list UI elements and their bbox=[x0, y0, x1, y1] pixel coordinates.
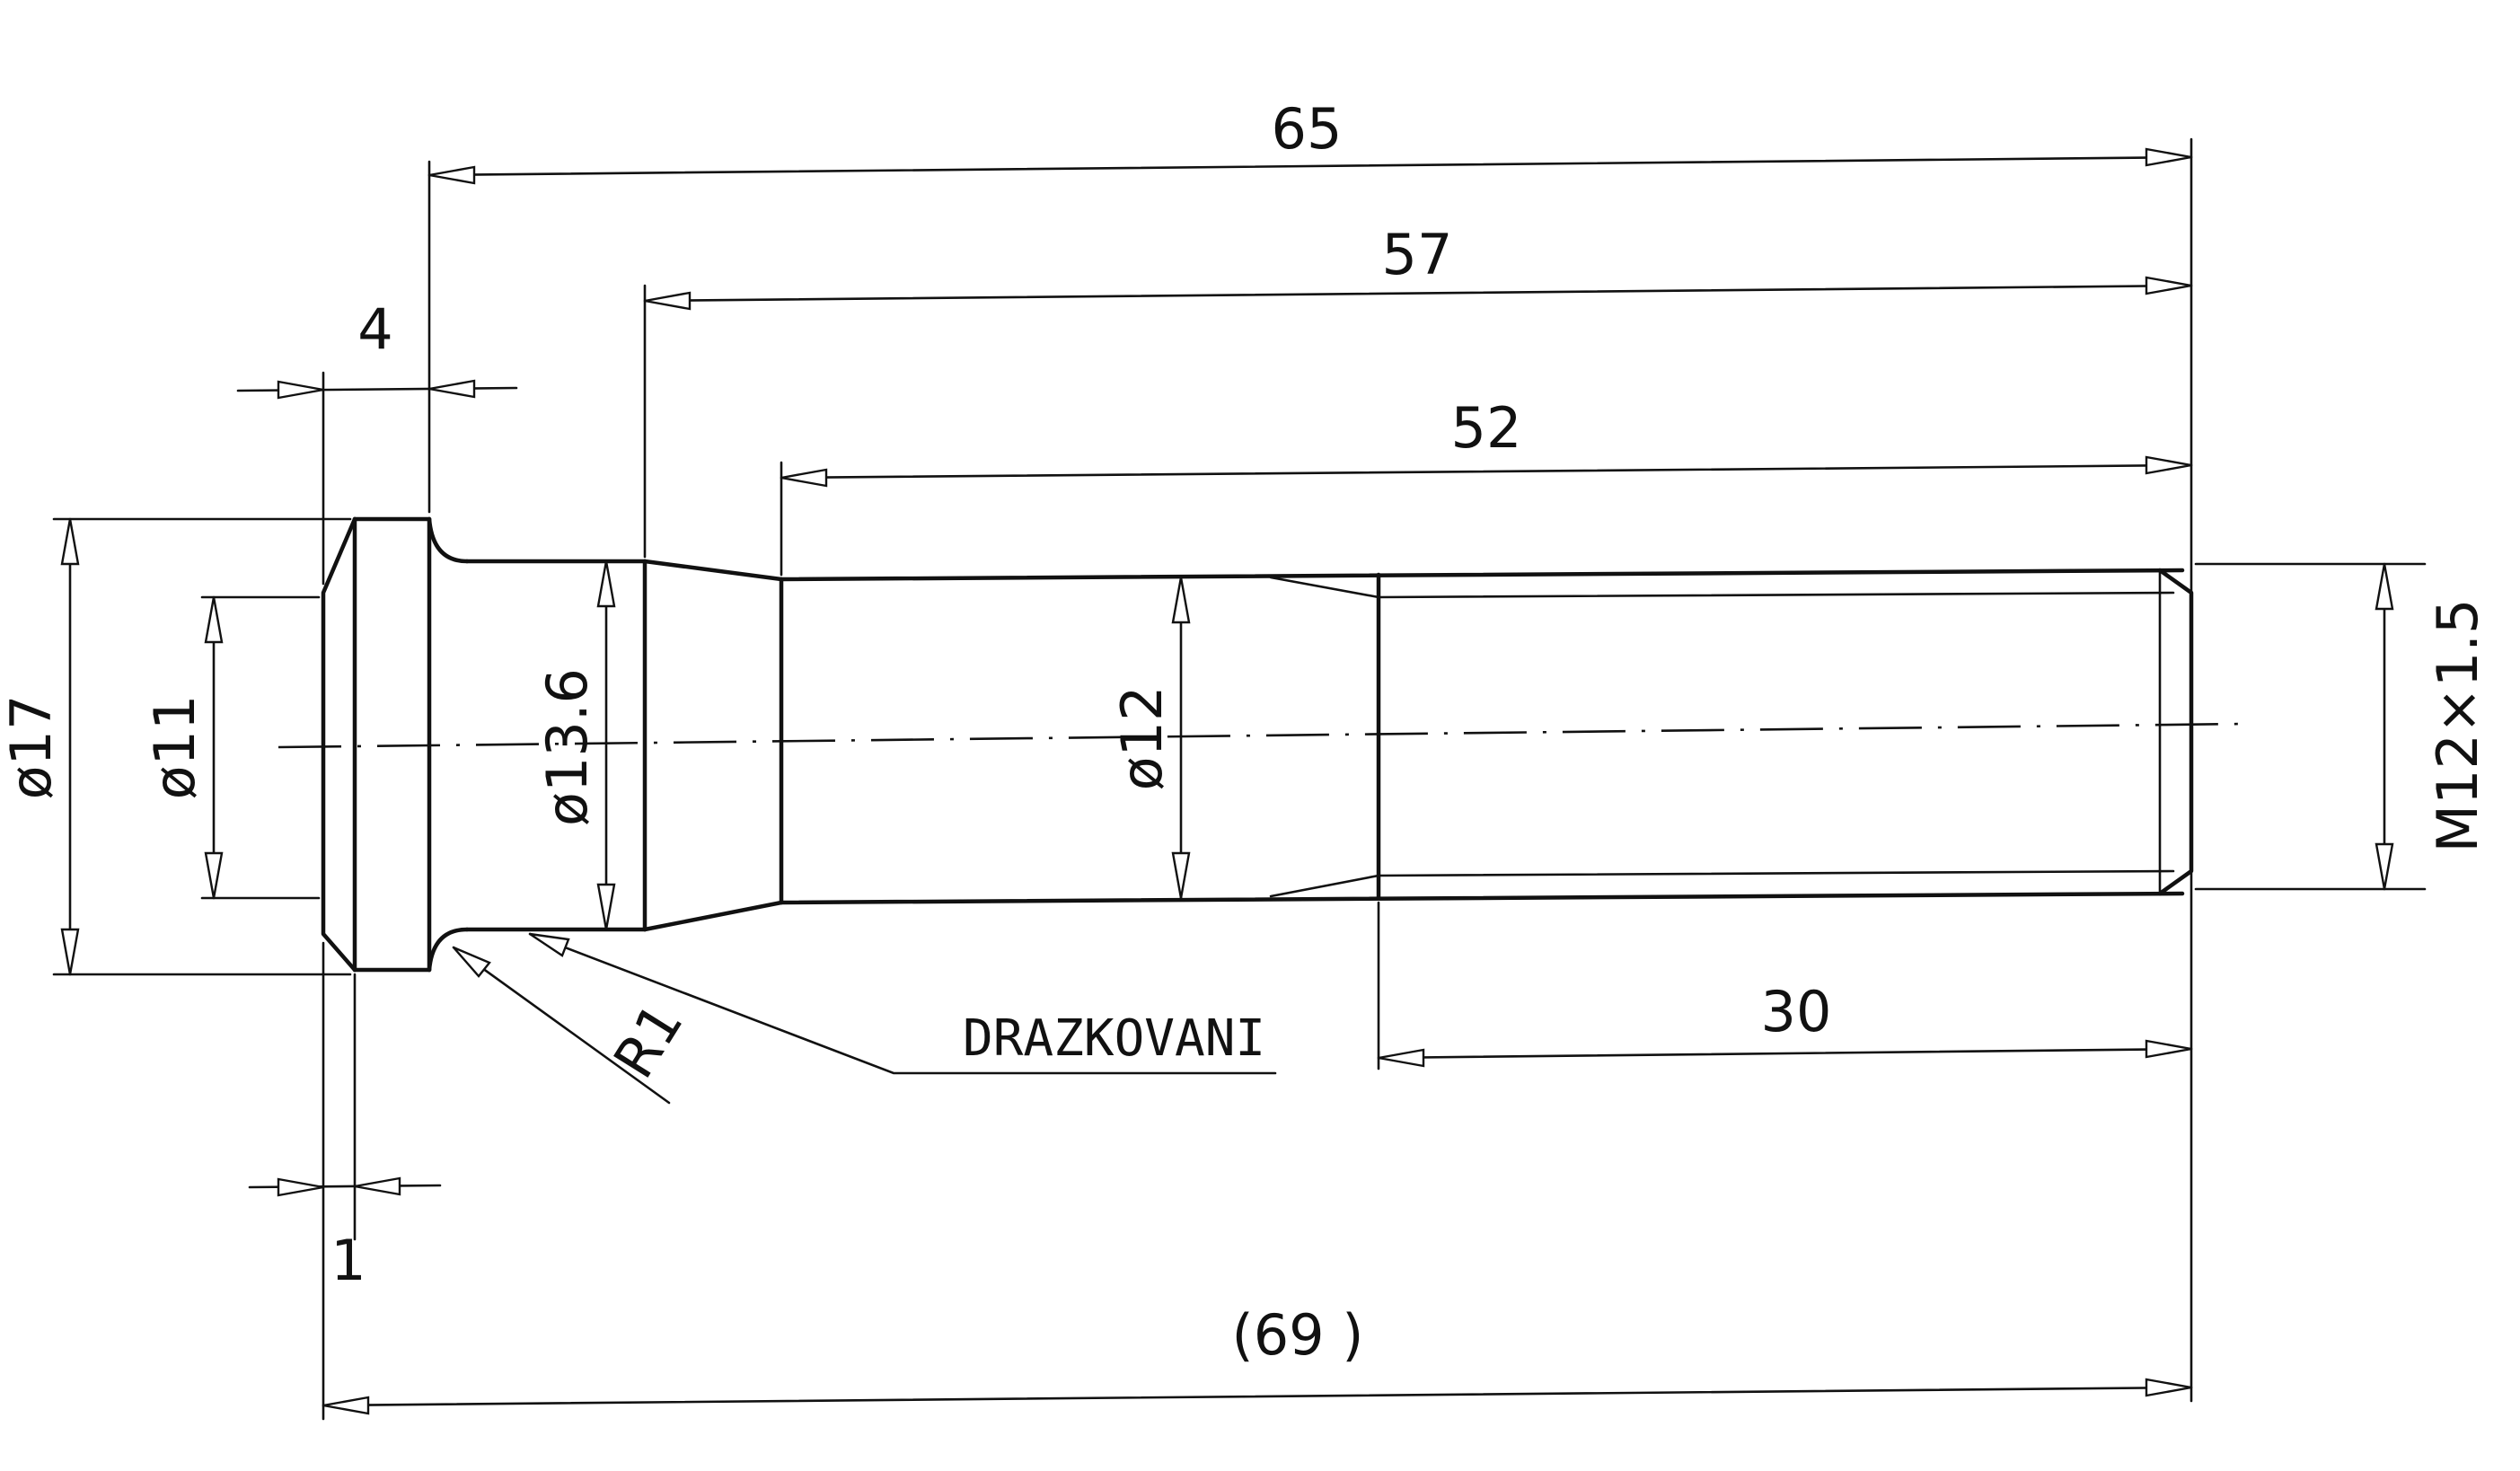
label-dia12: ø12 bbox=[1109, 686, 1175, 791]
arrow-30-left bbox=[1378, 1048, 1425, 1068]
labels: 65 57 52 4 30 1 (69 ) ø17 ø11 ø13.6 ø12 … bbox=[0, 96, 2490, 1368]
body-bottom bbox=[779, 891, 2185, 905]
arrow-dia11-bottom bbox=[204, 851, 224, 899]
thread-runout-bottom bbox=[1269, 874, 1380, 898]
arrow-52-right bbox=[2145, 455, 2192, 475]
dim-line-30 bbox=[1377, 1047, 2193, 1060]
arrow-dia12-bottom bbox=[1171, 851, 1191, 899]
label-knurling: DRAZKOVANI bbox=[963, 1009, 1265, 1068]
label-69: (69 ) bbox=[1232, 1302, 1364, 1368]
arrow-57-right bbox=[2145, 276, 2192, 295]
arrow-1-right bbox=[354, 1176, 401, 1196]
arrow-57-left bbox=[644, 291, 692, 311]
label-65: 65 bbox=[1272, 96, 1343, 162]
arrow-knurling bbox=[529, 932, 570, 957]
arrow-thread-top bbox=[2375, 563, 2394, 611]
label-1: 1 bbox=[330, 1228, 366, 1293]
fillet-top bbox=[427, 516, 470, 564]
arrow-69-right bbox=[2145, 1378, 2192, 1397]
dim-line-69 bbox=[322, 1386, 2193, 1407]
label-dia13-6: ø13.6 bbox=[534, 668, 600, 826]
arrow-1-left bbox=[277, 1177, 324, 1197]
extension-lines bbox=[52, 137, 2427, 1421]
leaders bbox=[452, 932, 1277, 1105]
thread-minor-bottom bbox=[1377, 869, 2175, 877]
arrow-dia11-top bbox=[204, 596, 224, 644]
arrow-65-left bbox=[428, 165, 476, 185]
arrow-30-right bbox=[2145, 1039, 2192, 1059]
arrow-4-left bbox=[277, 380, 324, 400]
label-r1: R1 bbox=[601, 991, 696, 1089]
arrow-4-right bbox=[428, 379, 476, 399]
arrow-65-right bbox=[2145, 147, 2192, 167]
dim-line-65 bbox=[427, 155, 2193, 177]
head-front-chamfer bbox=[321, 516, 357, 973]
fillet-bottom bbox=[427, 927, 470, 973]
arrow-thread-bottom bbox=[2375, 842, 2394, 890]
arrow-dia17-top bbox=[60, 518, 80, 566]
arrow-dia12-top bbox=[1171, 577, 1191, 624]
arrow-dia17-bottom bbox=[60, 928, 80, 975]
dimension-lines bbox=[60, 147, 2394, 1415]
leader-r1 bbox=[452, 946, 671, 1105]
label-57: 57 bbox=[1382, 222, 1453, 287]
dim-line-57 bbox=[643, 284, 2193, 303]
body-top bbox=[779, 568, 2185, 582]
arrow-69-left bbox=[322, 1396, 370, 1415]
thread-runout-top bbox=[1269, 576, 1380, 599]
taper-top bbox=[642, 559, 784, 582]
taper-bottom bbox=[642, 900, 784, 932]
arrow-52-left bbox=[780, 468, 828, 488]
label-dia11: ø11 bbox=[142, 695, 207, 800]
end-chamfer bbox=[2157, 568, 2194, 896]
label-4: 4 bbox=[357, 296, 392, 362]
label-thread: M12×1.5 bbox=[2425, 599, 2490, 853]
leader-knurling bbox=[528, 932, 1277, 1075]
dim-line-52 bbox=[780, 463, 2193, 480]
arrow-dia13-6-top bbox=[596, 560, 616, 608]
arrow-r1 bbox=[453, 946, 491, 978]
label-52: 52 bbox=[1451, 395, 1522, 461]
label-30: 30 bbox=[1761, 979, 1832, 1044]
label-dia17: ø17 bbox=[0, 695, 64, 800]
thread-minor-top bbox=[1377, 591, 2175, 599]
arrow-dia13-6-bottom bbox=[596, 883, 616, 930]
